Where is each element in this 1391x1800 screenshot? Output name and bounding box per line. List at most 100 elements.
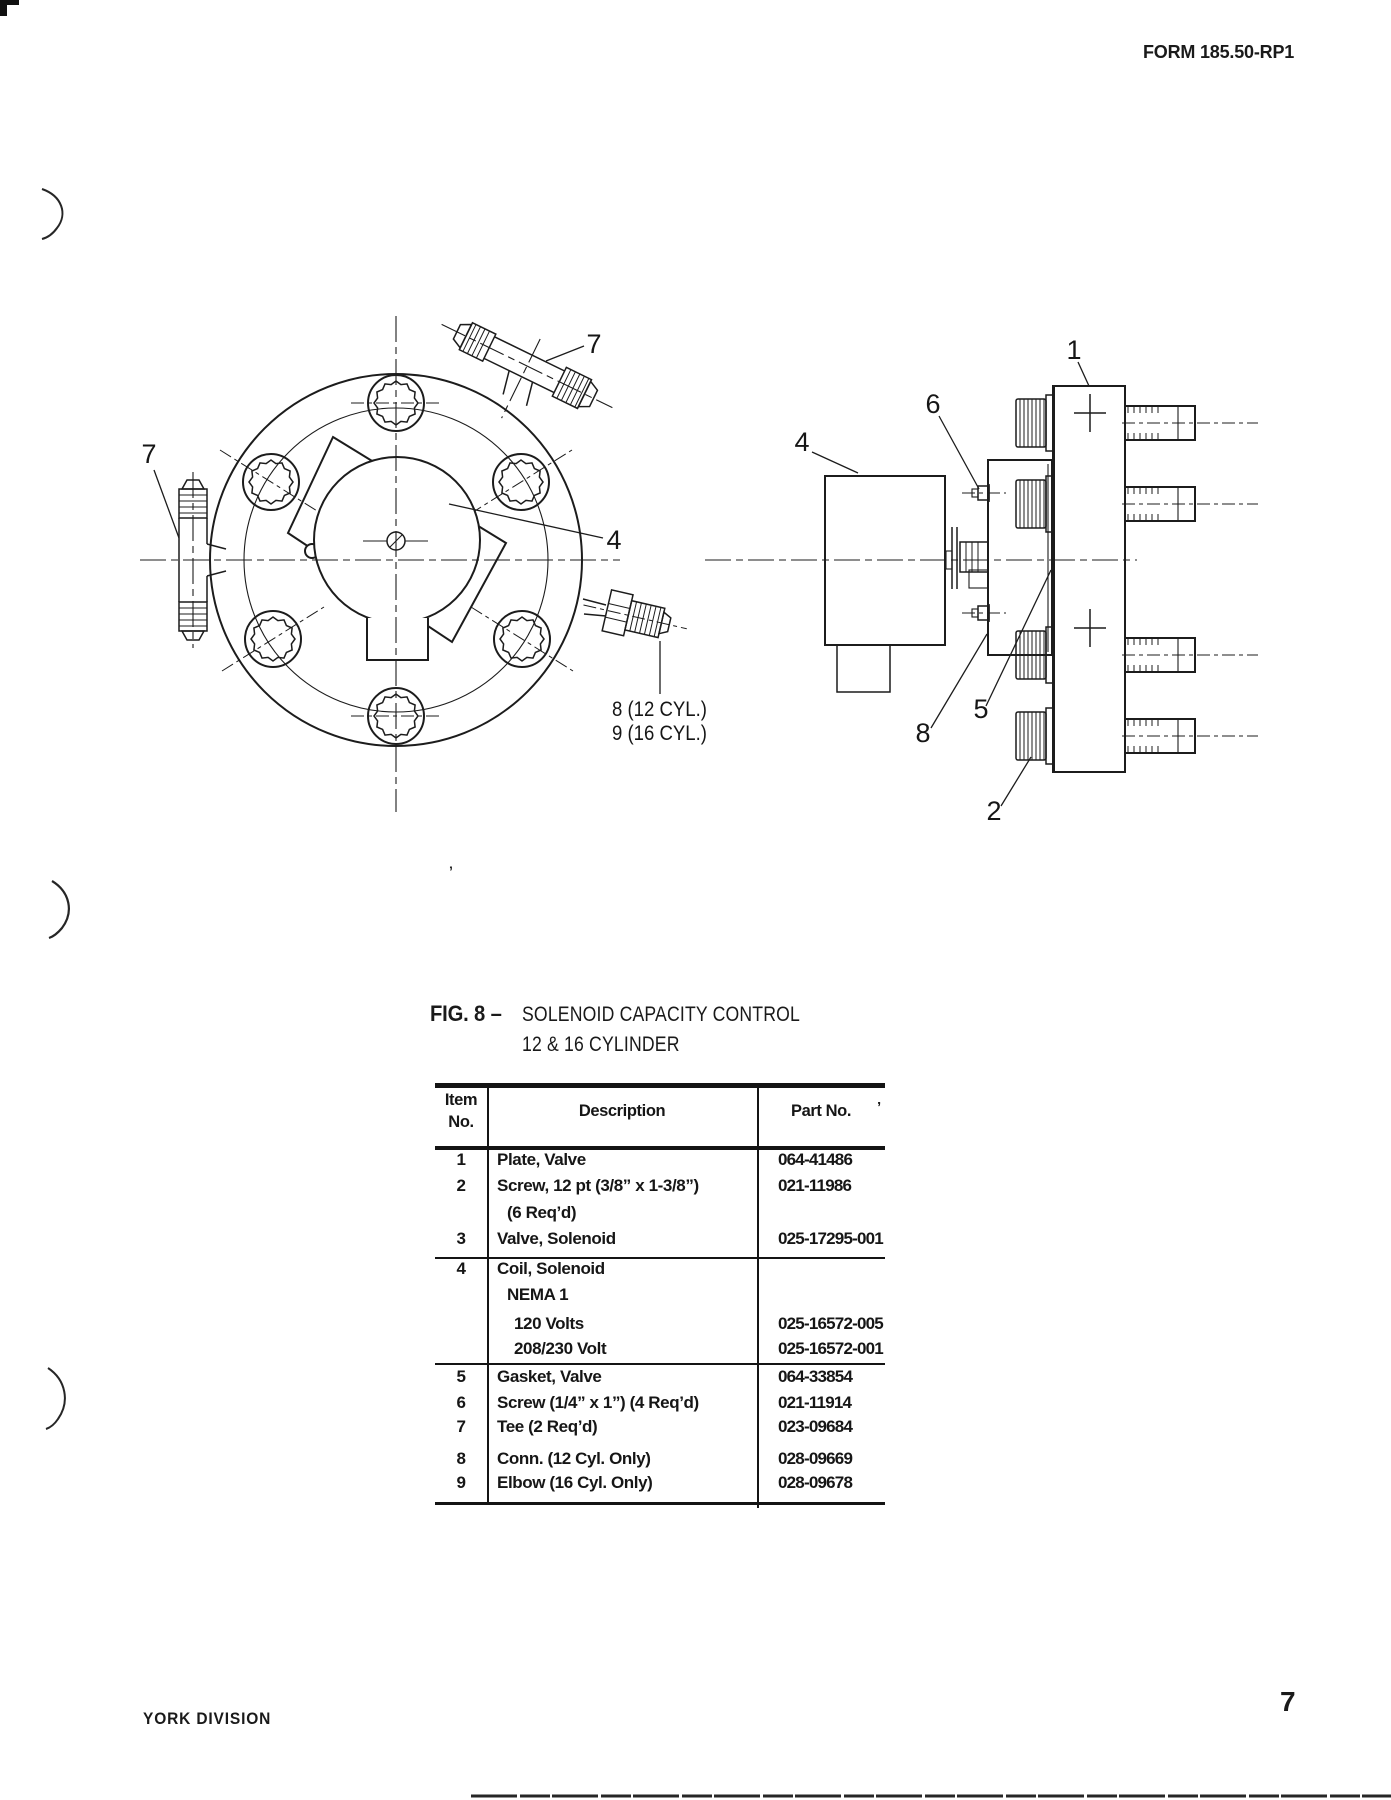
table-row: 3 Valve, Solenoid 025-17295-001 bbox=[433, 1228, 893, 1250]
front-view: 7 7 4 8 (12 CYL.) 9 (16 CYL.) bbox=[140, 316, 707, 812]
callout-6: 6 bbox=[925, 389, 940, 419]
leader-5 bbox=[985, 569, 1052, 707]
description-cell: (6 Req’d) bbox=[507, 1203, 577, 1222]
footer-division: YORK DIVISION bbox=[143, 1710, 272, 1728]
part-cell: 021-11914 bbox=[778, 1393, 852, 1412]
description-cell: Coil, Solenoid bbox=[497, 1259, 605, 1278]
description-cell: Tee (2 Req’d) bbox=[497, 1417, 598, 1436]
callout-1: 1 bbox=[1066, 335, 1081, 365]
connector-fitting bbox=[582, 588, 687, 639]
form-number: FORM 185.50-RP1 bbox=[1143, 42, 1295, 62]
description-cell: Gasket, Valve bbox=[497, 1367, 602, 1386]
col-header-description: Description bbox=[578, 1102, 666, 1120]
leader-6 bbox=[938, 415, 980, 490]
coil-tab bbox=[836, 645, 891, 693]
tee-fitting-top bbox=[441, 321, 613, 419]
leader-7-top bbox=[545, 345, 585, 362]
item-cell: 7 bbox=[456, 1417, 466, 1436]
figure-label: FIG. 8 – bbox=[430, 1001, 502, 1026]
callout-7-left: 7 bbox=[141, 439, 156, 469]
tee-fitting-left bbox=[178, 472, 227, 648]
callout-8-side: 8 bbox=[915, 718, 930, 748]
part-cell: 025-16572-001 bbox=[778, 1339, 884, 1358]
item-cell: 4 bbox=[456, 1259, 466, 1278]
leader-1 bbox=[1077, 361, 1090, 387]
table-row: 208/230 Volt 025-16572-001 bbox=[433, 1338, 893, 1360]
item-cell bbox=[435, 1202, 487, 1224]
table-row: 5 Gasket, Valve 064-33854 bbox=[433, 1366, 893, 1388]
col-header-item-line1: Item bbox=[444, 1091, 478, 1109]
solenoid-coil-box bbox=[824, 475, 946, 646]
item-cell: 9 bbox=[456, 1473, 466, 1492]
table-vline-1 bbox=[487, 1083, 489, 1504]
table-bottom-border bbox=[435, 1502, 885, 1505]
table-top-border bbox=[435, 1083, 885, 1088]
center-cross-marks bbox=[1074, 394, 1106, 647]
part-cell: 064-41486 bbox=[778, 1150, 853, 1169]
description-cell: 208/230 Volt bbox=[514, 1339, 607, 1358]
col-header-item-line2: No. bbox=[448, 1113, 474, 1131]
item-cell bbox=[435, 1313, 487, 1335]
part-cell: 021-11986 bbox=[778, 1176, 852, 1195]
table-vline-2 bbox=[757, 1083, 759, 1508]
leader-2 bbox=[1000, 756, 1032, 807]
figure-title-line2: 12 & 16 CYLINDER bbox=[522, 1033, 680, 1056]
item-cell: 2 bbox=[456, 1176, 466, 1195]
description-cell: Valve, Solenoid bbox=[497, 1229, 616, 1248]
table-row: 120 Volts 025-16572-005 bbox=[433, 1313, 893, 1335]
table-row: 4 Coil, Solenoid bbox=[433, 1258, 893, 1280]
description-cell: Elbow (16 Cyl. Only) bbox=[497, 1473, 653, 1492]
part-cell: 064-33854 bbox=[778, 1367, 853, 1386]
description-cell: NEMA 1 bbox=[507, 1285, 569, 1304]
callout-4-front: 4 bbox=[606, 525, 621, 555]
leader-8-side bbox=[930, 633, 988, 729]
item-cell: 5 bbox=[456, 1367, 466, 1386]
callout-4-side: 4 bbox=[794, 427, 809, 457]
table-header-rule bbox=[435, 1146, 885, 1150]
coil-stem-assembly bbox=[945, 527, 989, 589]
part-cell: 023-09684 bbox=[778, 1417, 853, 1436]
callout-7-top: 7 bbox=[586, 329, 601, 359]
valve-plate bbox=[1052, 385, 1126, 773]
table-group-rule-2 bbox=[435, 1363, 885, 1365]
callout-9-16cyl: 9 (16 CYL.) bbox=[612, 722, 707, 745]
item-cell: 6 bbox=[456, 1393, 466, 1412]
table-group-rule-1 bbox=[435, 1257, 885, 1259]
cover-tab bbox=[366, 618, 429, 661]
item-cell bbox=[435, 1338, 487, 1360]
table-row: 8 Conn. (12 Cyl. Only) 028-09669 bbox=[433, 1448, 893, 1470]
screw-studs bbox=[1121, 405, 1259, 754]
page-number: 7 bbox=[1280, 1686, 1296, 1717]
table-row: 6 Screw (1/4” x 1”) (4 Req’d) 021-11914 bbox=[433, 1392, 893, 1414]
description-cell: Plate, Valve bbox=[497, 1150, 586, 1169]
col-header-part-no: Part No. bbox=[790, 1102, 852, 1120]
part-cell: 025-16572-005 bbox=[778, 1314, 884, 1333]
side-view: 4 6 1 5 8 2 bbox=[705, 335, 1259, 826]
item-cell: 3 bbox=[456, 1229, 466, 1248]
small-screw-top bbox=[961, 483, 1007, 503]
leader-4-side bbox=[811, 451, 859, 474]
item-cell: 8 bbox=[456, 1449, 466, 1468]
callout-5: 5 bbox=[973, 694, 988, 724]
small-screw-bottom bbox=[961, 603, 1007, 623]
ink-mark: ’ bbox=[449, 863, 453, 879]
description-cell: Screw (1/4” x 1”) (4 Req’d) bbox=[497, 1393, 699, 1412]
table-row: NEMA 1 bbox=[433, 1284, 893, 1306]
stray-mark: ’ bbox=[877, 1099, 882, 1116]
leader-4-front bbox=[448, 503, 604, 539]
part-cell: 025-17295-001 bbox=[778, 1229, 884, 1248]
callout-2: 2 bbox=[986, 796, 1001, 826]
figure-title-line1: SOLENOID CAPACITY CONTROL bbox=[522, 1003, 801, 1026]
description-cell: 120 Volts bbox=[514, 1314, 584, 1333]
callout-8-12cyl: 8 (12 CYL.) bbox=[612, 698, 707, 721]
part-cell: 028-09669 bbox=[778, 1449, 853, 1468]
table-row: (6 Req’d) bbox=[433, 1202, 893, 1224]
description-cell: Conn. (12 Cyl. Only) bbox=[497, 1449, 651, 1468]
